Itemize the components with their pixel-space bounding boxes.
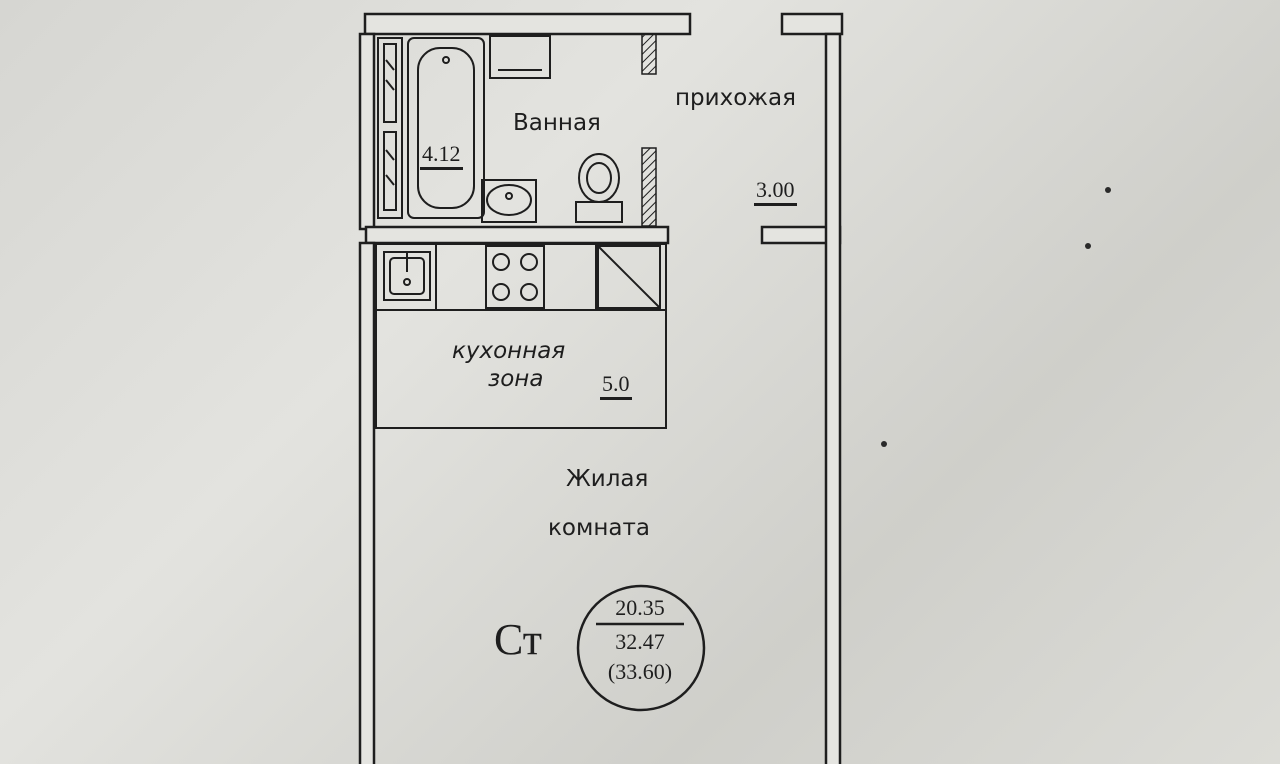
partition-hatch-bottom [641, 147, 657, 227]
hallway-area: 3.00 [754, 178, 797, 206]
living-area: 20.35 [615, 595, 665, 620]
total-area-with-balcony: (33.60) [607, 659, 673, 684]
kitchen-name-line2: зона [488, 366, 544, 392]
right-outer-wall [824, 32, 842, 764]
living-name-line1: Жилая [566, 466, 649, 492]
kitchen-name-line1: кухонная [452, 338, 566, 364]
speck [1085, 243, 1091, 249]
hallway-top-wall [780, 12, 844, 36]
speck [881, 441, 887, 447]
area-fraction: 20.35 32.47 (33.60) [586, 596, 694, 706]
bathroom-window [377, 37, 403, 219]
bathroom-left-wall [358, 32, 376, 231]
bathroom-name: Ванная [513, 110, 601, 136]
kitchen-zone [375, 309, 667, 429]
washing-machine-icon [489, 35, 551, 79]
toilet-icon [575, 153, 623, 223]
total-area: 32.47 [615, 629, 665, 654]
apartment-type: Ст [494, 615, 542, 664]
bathroom-bottom-wall [364, 225, 670, 245]
kitchen-area: 5.0 [600, 372, 632, 400]
partition-hatch-top [641, 33, 657, 75]
bathtub-icon [407, 37, 485, 219]
bathroom-sink-icon [481, 179, 537, 223]
fridge-icon [597, 245, 661, 309]
speck [1105, 187, 1111, 193]
area-circle [576, 584, 706, 712]
living-name-line2: комната [548, 515, 650, 541]
left-outer-wall [358, 241, 376, 764]
stove-icon [485, 245, 545, 309]
bathroom-top-wall [363, 12, 692, 36]
hallway-name: прихожая [675, 85, 796, 111]
bathroom-area: 4.12 [420, 142, 463, 170]
kitchen-sink-icon [383, 251, 431, 301]
